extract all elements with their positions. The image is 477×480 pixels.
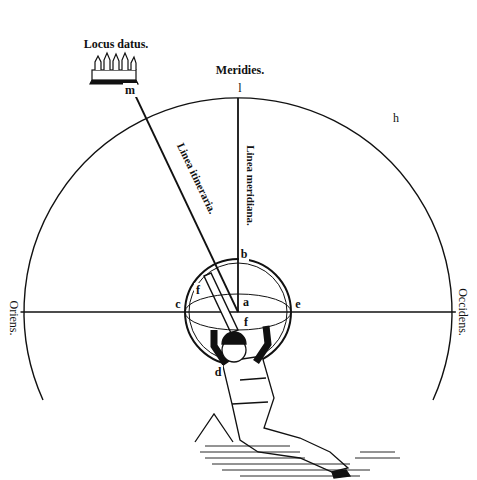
sight-bar xyxy=(204,273,238,333)
point-letter: f xyxy=(194,283,202,297)
point-letter: f xyxy=(242,315,250,329)
itinerary-line xyxy=(128,80,238,312)
point-letter: a xyxy=(241,295,251,309)
direction-label: Meridies. xyxy=(214,63,266,77)
horizon-arc xyxy=(24,98,452,400)
town xyxy=(90,53,138,84)
compass-inner-circle xyxy=(189,263,287,361)
point-letter: h xyxy=(391,111,401,125)
meridian-line xyxy=(237,98,239,312)
kneeling-man xyxy=(195,326,350,478)
point-letter: c xyxy=(173,297,182,311)
point-letter: e xyxy=(293,297,302,311)
compass-circle xyxy=(185,259,291,365)
compass-ellipse xyxy=(185,294,291,330)
point-letter: d xyxy=(213,365,224,379)
place-label: Locus datus. xyxy=(82,37,151,51)
line-label: Linea meridiana. xyxy=(243,143,256,228)
direction-label: Oriens. xyxy=(6,299,20,338)
ground-hatching xyxy=(200,446,400,476)
direction-label: Occidens. xyxy=(456,286,470,338)
point-letter: b xyxy=(239,247,250,261)
point-letter: m xyxy=(123,83,137,97)
point-letter: l xyxy=(236,81,243,95)
line-label: Linea itineraria. xyxy=(173,139,219,218)
